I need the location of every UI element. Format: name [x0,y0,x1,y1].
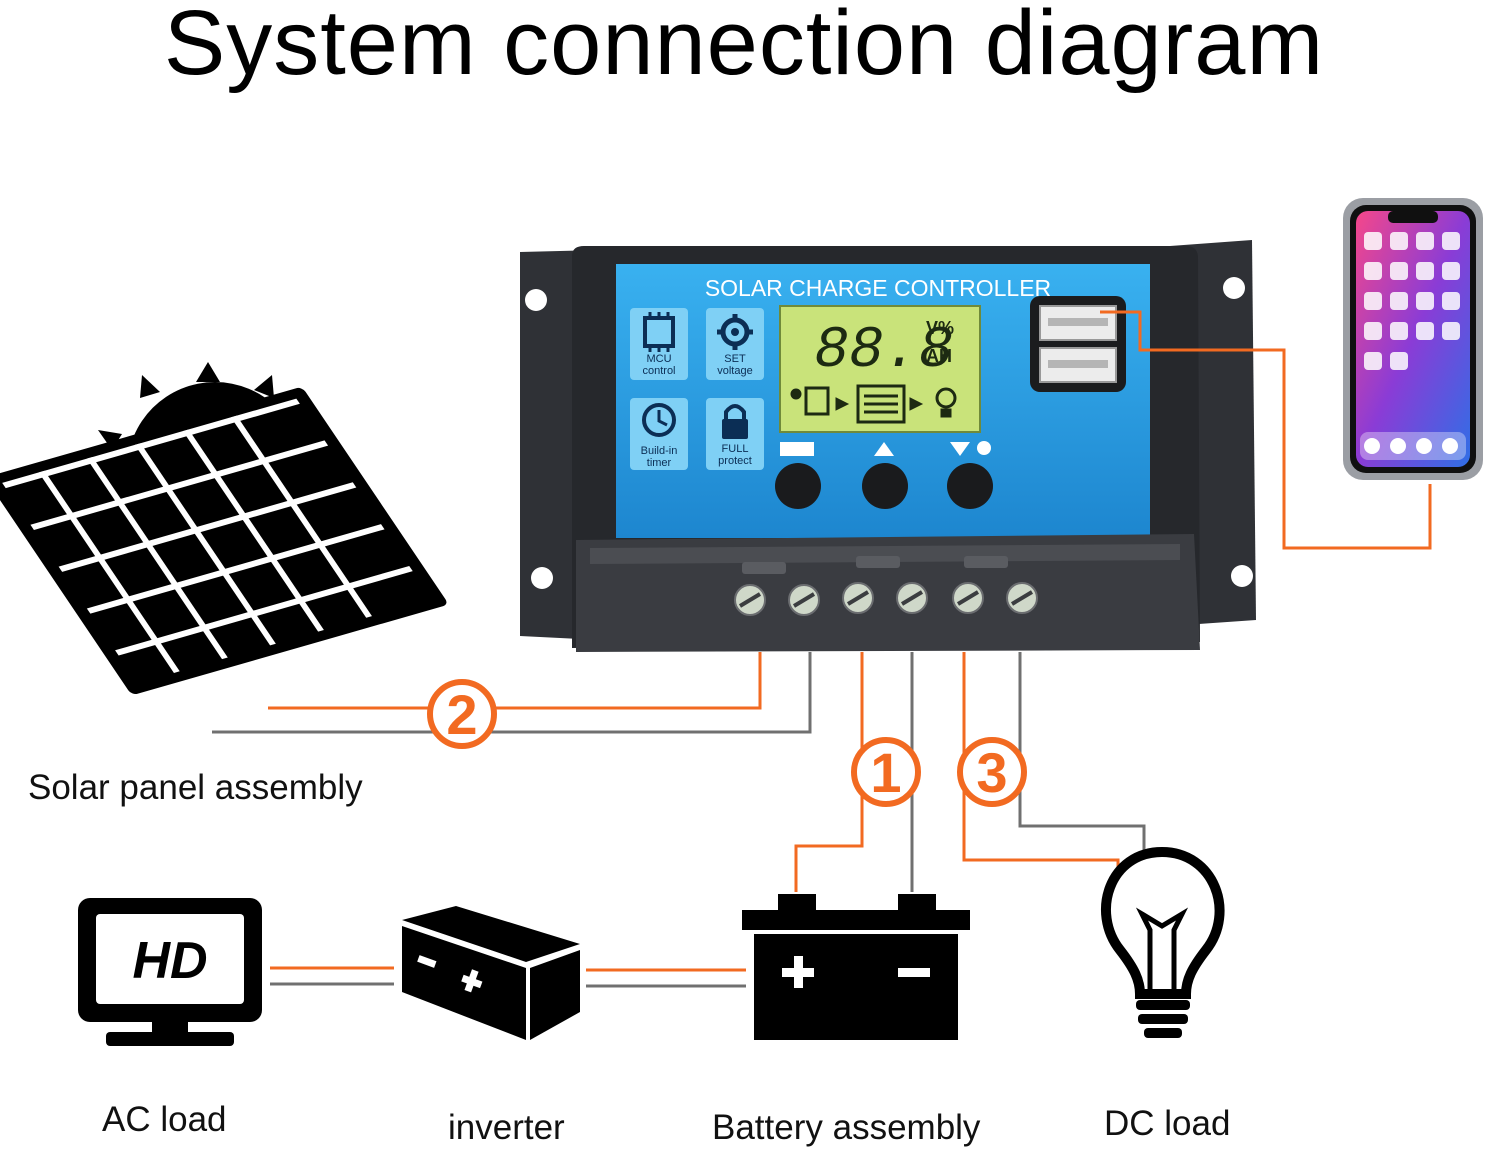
inverter-icon [402,906,580,1040]
feature-label: SET [724,353,746,365]
down-button[interactable] [947,463,993,509]
battery-mode-icon [780,442,814,456]
lcd-units-bottom: AH [926,346,952,366]
terminal-block [576,534,1200,652]
monitor-icon: HD [78,898,262,1046]
page-title: System connection diagram [163,0,1325,94]
marker-3: 3 [957,737,1027,807]
lcd-units-top: V% [926,318,954,338]
feature-label: protect [718,455,752,467]
marker-1-label: 1 [870,741,901,804]
gear-icon [717,314,753,350]
solar-charge-controller: SOLAR CHARGE CONTROLLER [520,240,1256,652]
clock-icon [642,403,676,437]
feature-label: voltage [717,365,752,377]
controller-buttons [775,441,993,509]
smartphone-icon [1343,198,1483,480]
usb-ports [1030,296,1126,392]
screw-terminals [734,582,1038,616]
solar-panel-icon [0,387,447,695]
feature-label: timer [647,457,672,469]
lcd-flow-icons [790,384,957,424]
up-button[interactable] [862,463,908,509]
marker-2: 2 [427,679,497,749]
up-arrow-icon [874,442,894,456]
ac-load-caption: AC load [102,1100,227,1139]
marker-3-label: 3 [976,741,1007,804]
battery-icon [742,894,970,1040]
bulb-mode-icon [977,441,991,455]
feature-label: FULL [722,443,749,455]
solar-panel-assembly [0,362,447,695]
dc-load-caption: DC load [1104,1104,1231,1143]
lock-icon [722,404,748,439]
lightbulb-icon [1100,846,1225,1038]
lcd-display: 88.8 V% AH [779,305,981,433]
feature-tiles: MCU control SET voltage Build-in timer F… [630,308,764,470]
marker-1: 1 [851,737,921,807]
feature-label: control [642,365,675,377]
down-arrow-icon [950,442,970,456]
feature-label: MCU [646,353,671,365]
hd-label: HD [132,932,207,990]
controller-label: SOLAR CHARGE CONTROLLER [705,275,1051,301]
chip-icon [643,312,675,352]
feature-label: Build-in [641,445,678,457]
solar-caption: Solar panel assembly [28,768,363,807]
marker-2-label: 2 [446,683,477,746]
inverter-caption: inverter [448,1108,565,1147]
battery-caption: Battery assembly [712,1108,981,1147]
mode-button[interactable] [775,463,821,509]
lcd-digits: 88.8 [814,319,953,384]
